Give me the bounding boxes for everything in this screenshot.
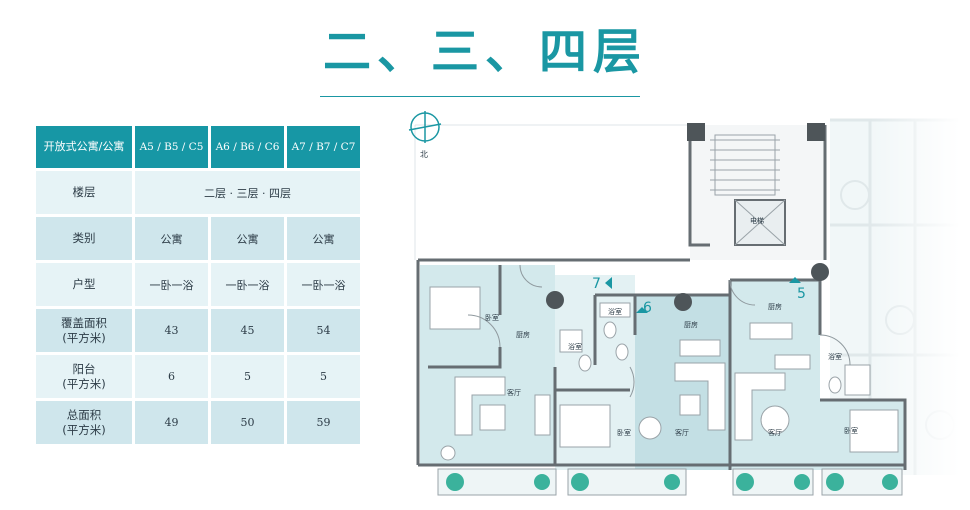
bed-icon (429, 286, 899, 453)
stair-core (690, 125, 825, 260)
table-row: 户型 一卧一浴 一卧一浴 一卧一浴 (36, 263, 360, 306)
site-outline (414, 124, 690, 260)
room-label-bathroom: 浴室 (568, 342, 582, 351)
row-label: 总面积 (平方米) (36, 401, 132, 444)
cell-value: 公寓 (135, 217, 208, 260)
table-row: 类别 公寓 公寓 公寓 (36, 217, 360, 260)
header-cell: 开放式公寓/公寓 (36, 126, 132, 168)
room-label-bedroom: 卧室 (844, 426, 858, 435)
room-label-bathroom: 浴室 (608, 307, 622, 316)
cell-value: 公寓 (287, 217, 360, 260)
table-row-floor: 楼层 二层 · 三层 · 四层 (36, 171, 360, 214)
door-swings (467, 264, 851, 398)
cell-value: 5 (211, 355, 284, 398)
unit-spec-table: 开放式公寓/公寓 A5 / B5 / C5 A6 / B6 / C6 A7 / … (33, 123, 363, 447)
elevator-label: 电梯 (750, 216, 764, 225)
page-title: 二、三、四层 (322, 24, 647, 80)
cell-value: 6 (135, 355, 208, 398)
header-cell: A6 / B6 / C6 (211, 126, 284, 168)
cell-value: 45 (211, 309, 284, 352)
room-label-kitchen: 厨房 (768, 302, 782, 311)
header-cell: A7 / B7 / C7 (287, 126, 360, 168)
room-label-bathroom: 浴室 (828, 352, 842, 361)
room-label-living: 客厅 (507, 388, 521, 397)
row-label: 类别 (36, 217, 132, 260)
room-label-bedroom: 卧室 (485, 313, 499, 322)
structural-columns (546, 123, 829, 311)
cell-value: 一卧一浴 (287, 263, 360, 306)
cell-value: 一卧一浴 (211, 263, 284, 306)
table-row: 覆盖面积 (平方米) 43 45 54 (36, 309, 360, 352)
unit-number: 6 (643, 300, 652, 316)
cell-value: 43 (135, 309, 208, 352)
table-row: 阳台 (平方米) 6 5 5 (36, 355, 360, 398)
row-label: 楼层 (36, 171, 132, 214)
cell-value: 5 (287, 355, 360, 398)
unit-number: 7 (592, 276, 601, 292)
cell-value: 49 (135, 401, 208, 444)
row-label: 覆盖面积 (平方米) (36, 309, 132, 352)
north-arrow-icon (408, 111, 442, 143)
unit-entry-marker-icon (605, 277, 801, 313)
cell-value: 59 (287, 401, 360, 444)
north-label: 北 (420, 150, 428, 159)
cell-value: 一卧一浴 (135, 263, 208, 306)
floor-value: 二层 · 三层 · 四层 (135, 171, 360, 214)
table-row: 总面积 (平方米) 49 50 59 (36, 401, 360, 444)
plant-icon (446, 473, 898, 491)
header-cell: A5 / B5 / C5 (135, 126, 208, 168)
room-label-living: 客厅 (675, 428, 689, 437)
room-label-kitchen: 厨房 (684, 320, 698, 329)
table-header-row: 开放式公寓/公寓 A5 / B5 / C5 A6 / B6 / C6 A7 / … (36, 126, 360, 168)
cell-value: 54 (287, 309, 360, 352)
title-underline (320, 96, 640, 97)
bathroom-fixtures (559, 302, 871, 396)
cell-value: 50 (211, 401, 284, 444)
room-label-kitchen: 厨房 (516, 330, 530, 339)
row-label: 户型 (36, 263, 132, 306)
floor-plan: 北 电梯 (408, 105, 960, 505)
unit-number: 5 (797, 286, 806, 302)
furniture (440, 322, 793, 461)
cell-value: 公寓 (211, 217, 284, 260)
walls (416, 125, 907, 470)
row-label: 阳台 (平方米) (36, 355, 132, 398)
room-label-living: 客厅 (768, 428, 782, 437)
room-label-bedroom: 卧室 (617, 428, 631, 437)
